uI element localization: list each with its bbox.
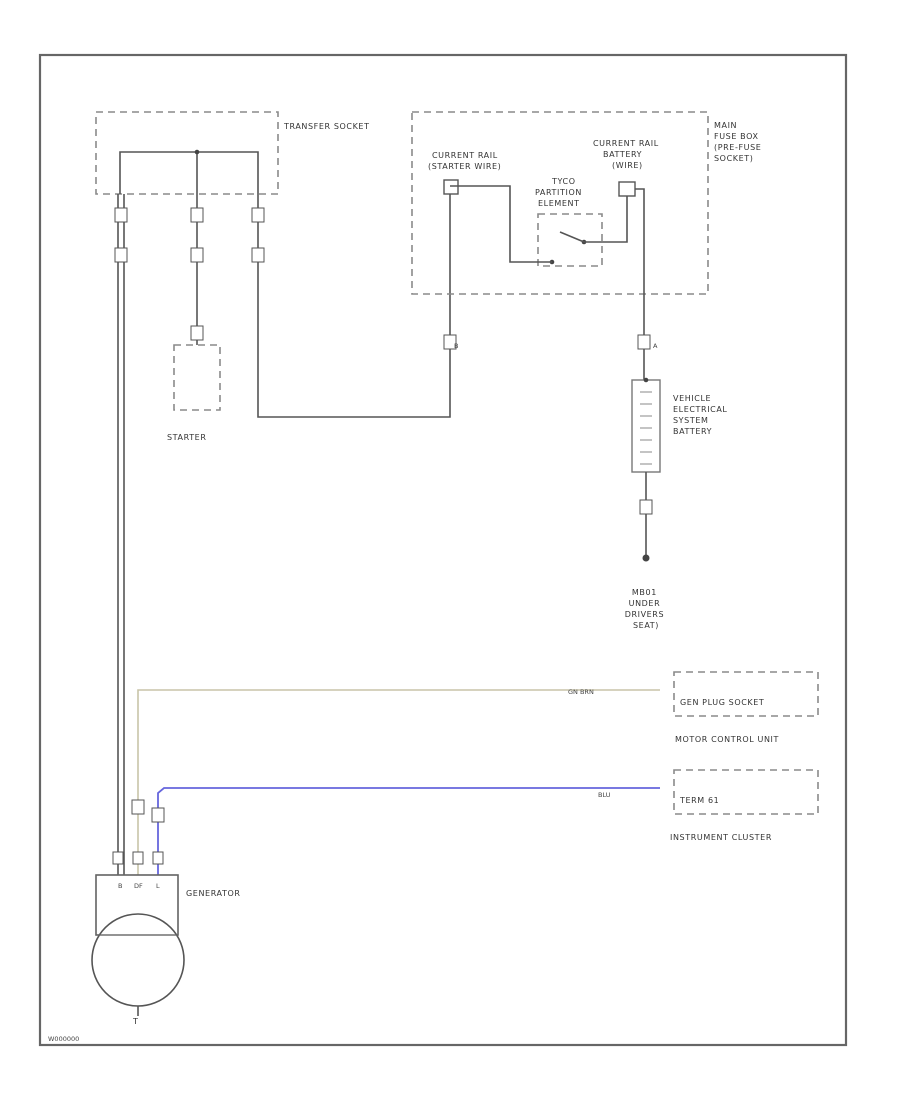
rail-starter-connector	[443, 179, 459, 195]
partition-element-box	[537, 213, 603, 267]
battery-label: VEHICLE ELECTRICAL SYSTEM BATTERY	[673, 394, 731, 436]
svg-text:T: T	[132, 1017, 139, 1026]
motor-control-unit-label: MOTOR CONTROL UNIT	[675, 735, 779, 744]
transfer-socket: TRANSFER SOCKET	[95, 111, 370, 195]
ground-label: MB01 UNDER DRIVERS SEAT)	[625, 588, 668, 630]
generator-label: GENERATOR	[186, 889, 241, 898]
generator: T GENERATOR B DF L	[91, 851, 241, 1026]
transfer-socket-label: TRANSFER SOCKET	[283, 122, 370, 131]
term-61-label: TERM 61	[679, 796, 719, 805]
terminal-df: DF	[134, 882, 143, 890]
rail-starter-label: CURRENT RAIL (STARTER WIRE)	[428, 151, 501, 171]
motor-control-unit: GEN PLUG SOCKET MOTOR CONTROL UNIT	[673, 671, 819, 744]
wire-blu	[157, 787, 660, 875]
main-fuse-box-label: MAIN FUSE BOX (PRE-FUSE SOCKET)	[714, 121, 765, 163]
wire-blu-label: BLU	[598, 791, 611, 799]
svg-text:A: A	[653, 342, 658, 350]
terminal-b: B	[118, 882, 122, 890]
rail-battery-connector	[618, 181, 636, 197]
gen-plug-socket-label: GEN PLUG SOCKET	[680, 698, 764, 707]
battery: VEHICLE ELECTRICAL SYSTEM BATTERY	[631, 377, 731, 473]
partition-element-label: TYCO PARTITION ELEMENT	[535, 177, 585, 208]
wire-gn-brn-label: GN BRN	[568, 688, 594, 696]
main-fuse-box: MAIN FUSE BOX (PRE-FUSE SOCKET) CURRENT …	[411, 111, 765, 295]
terminal-l: L	[156, 882, 160, 890]
figure-id: W000000	[48, 1035, 79, 1043]
wire-transfer-to-fuse-box	[257, 194, 451, 418]
wire-gn-brn	[137, 689, 660, 875]
ground-point	[642, 554, 650, 562]
starter-label: STARTER	[167, 433, 207, 442]
instrument-cluster: TERM 61 INSTRUMENT CLUSTER	[670, 769, 819, 842]
rail-battery-label: CURRENT RAIL BATTERY (WIRE)	[593, 139, 662, 170]
diagram-frame	[38, 53, 848, 1047]
instrument-cluster-label: INSTRUMENT CLUSTER	[670, 833, 772, 842]
svg-text:B: B	[454, 342, 458, 350]
starter: STARTER	[167, 344, 221, 442]
